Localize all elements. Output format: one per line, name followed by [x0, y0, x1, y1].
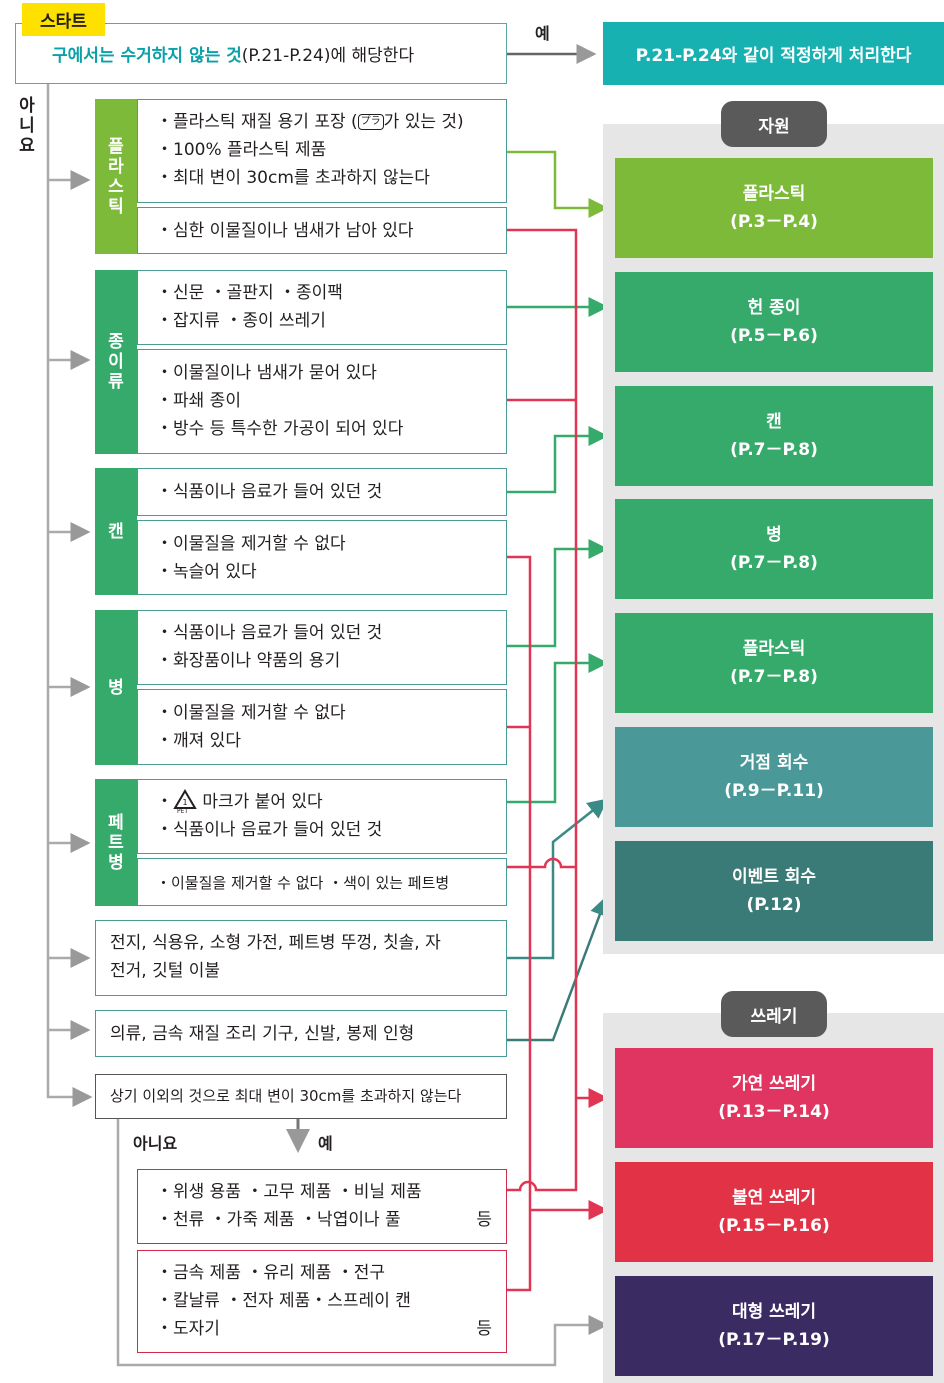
garbage-panel-title: 쓰레기 — [721, 991, 827, 1037]
base-item-line: 의류, 금속 재질 조리 기구, 신발, 봉제 인형 — [110, 1024, 415, 1044]
category-char: 틱 — [108, 196, 124, 217]
nonburnable-line-2: ・칼날류 ・전자 제품・스프레이 캔 — [156, 1291, 411, 1311]
result-oversized: 대형 쓰레기(P.17－P.19) — [615, 1276, 933, 1376]
pet-resource-line-1: ・ 1 PET 마크가 붙어 있다 — [156, 788, 506, 816]
category-char: 이 — [108, 352, 124, 372]
can-waste-box: ・이물질을 제거할 수 없다 ・녹슬어 있다 — [137, 520, 507, 595]
result-event: 이벤트 회수(P.12) — [615, 841, 933, 941]
category-char: 병 — [108, 677, 124, 698]
final-yes-label: 예 — [318, 1134, 333, 1153]
paper-resource-box: ・신문 ・골판지 ・종이팩 ・잡지류 ・종이 쓰레기 — [137, 270, 507, 345]
start-no-label: 아 니 요 — [15, 96, 39, 156]
pet-waste-box: ・이물질을 제거할 수 없다 ・색이 있는 페트병 — [137, 858, 507, 906]
category-can-label: 캔 — [95, 468, 137, 595]
category-char: 플 — [108, 136, 124, 157]
bottle-waste-line-1: ・이물질을 제거할 수 없다 — [156, 703, 346, 723]
resources-panel-title: 자원 — [721, 101, 827, 147]
category-char: 트 — [108, 832, 124, 853]
category-char: 병 — [108, 852, 124, 873]
nonburnable-items-box: ・금속 제품 ・유리 제품 ・전구 ・칼날류 ・전자 제품・스프레이 캔 ・도자… — [137, 1250, 507, 1353]
plastic-waste-line-1: ・심한 이물질이나 냄새가 남아 있다 — [156, 221, 414, 241]
nonburnable-line-3: ・도자기 — [156, 1319, 220, 1339]
bottle-resource-line-1: ・식품이나 음료가 들어 있던 것 — [156, 623, 383, 643]
start-question-rest: (P.21-P.24)에 해당한다 — [241, 46, 415, 66]
burnable-line-2: ・천류 ・가죽 제품 ・낙엽이나 풀 — [156, 1210, 401, 1230]
result-bottle: 병(P.7－P.8) — [615, 499, 933, 599]
base-item-line: 상기 이외의 것으로 최대 변이 30cm를 초과하지 않는다 — [110, 1087, 462, 1105]
category-char: 종 — [108, 332, 124, 352]
plastic-mark-icon: プラ — [357, 114, 384, 130]
bottle-waste-line-2: ・깨져 있다 — [156, 731, 241, 751]
category-char: 라 — [108, 156, 124, 177]
start-no-char: 니 — [19, 116, 35, 136]
top-result-box: P.21-P.24와 같이 적정하게 처리한다 — [603, 22, 944, 85]
base-item-line: 전거, 깃털 이불 — [110, 961, 221, 981]
paper-resource-line-1: ・신문 ・골판지 ・종이팩 — [156, 283, 343, 303]
category-bottle-label: 병 — [95, 610, 137, 765]
category-pet-label: 페 트 병 — [95, 779, 137, 906]
start-no-char: 요 — [19, 136, 35, 156]
nonburnable-line-1: ・금속 제품 ・유리 제품 ・전구 — [156, 1263, 386, 1283]
base-item-other-box: 상기 이외의 것으로 최대 변이 30cm를 초과하지 않는다 — [95, 1074, 507, 1119]
start-question-highlight: 구에서는 수거하지 않는 것 — [52, 46, 242, 66]
base-item-collection-box: 전지, 식용유, 소형 가전, 페트병 뚜껑, 칫솔, 자 전거, 깃털 이불 — [95, 920, 507, 996]
result-collection: 거점 회수(P.9－P.11) — [615, 727, 933, 827]
pet-mark-label: PET — [177, 808, 189, 815]
recycle-triangle-icon: 1 — [173, 789, 197, 809]
pet-recycle-icon: 1 PET — [173, 789, 197, 815]
plastic-resource-line-3: ・최대 변이 30cm를 초과하지 않는다 — [156, 168, 430, 188]
pet-resource-box: ・ 1 PET 마크가 붙어 있다 ・식품이나 음료가 들어 있던 것 — [137, 779, 507, 854]
category-char: 페 — [108, 812, 124, 833]
result-burnable: 가연 쓰레기(P.13－P.14) — [615, 1048, 933, 1148]
category-char: 캔 — [108, 521, 124, 542]
can-resource-line-1: ・식품이나 음료가 들어 있던 것 — [156, 482, 383, 502]
category-char: 스 — [108, 176, 124, 197]
paper-waste-line-3: ・방수 등 특수한 가공이 되어 있다 — [156, 419, 404, 439]
base-item-event-box: 의류, 금속 재질 조리 기구, 신발, 봉제 인형 — [95, 1010, 507, 1057]
result-nonburnable: 불연 쓰레기(P.15－P.16) — [615, 1162, 933, 1262]
burnable-items-box: ・위생 용품 ・고무 제품 ・비닐 제품 ・천류 ・가죽 제품 ・낙엽이나 풀 … — [137, 1169, 507, 1244]
paper-waste-line-2: ・파쇄 종이 — [156, 391, 241, 411]
result-plastic-2: 플라스틱(P.7－P.8) — [615, 613, 933, 713]
paper-waste-box: ・이물질이나 냄새가 묻어 있다 ・파쇄 종이 ・방수 등 특수한 가공이 되어… — [137, 349, 507, 454]
category-plastic-label: 플 라 스 틱 — [95, 99, 137, 254]
bottle-resource-line-2: ・화장품이나 약품의 용기 — [156, 651, 341, 671]
bottle-resource-box: ・식품이나 음료가 들어 있던 것 ・화장품이나 약품의 용기 — [137, 610, 507, 685]
category-char: 류 — [108, 372, 124, 392]
can-resource-box: ・식품이나 음료가 들어 있던 것 — [137, 468, 507, 516]
pet-waste-line-1: ・이물질을 제거할 수 없다 ・색이 있는 페트병 — [156, 874, 450, 892]
start-no-char: 아 — [19, 96, 35, 116]
can-waste-line-1: ・이물질을 제거할 수 없다 — [156, 534, 346, 554]
final-no-label: 아니요 — [133, 1134, 178, 1153]
burnable-etc: 등 — [476, 1210, 492, 1230]
start-yes-label: 예 — [535, 24, 550, 43]
pet-resource-line-2: ・식품이나 음료가 들어 있던 것 — [156, 820, 383, 840]
result-paper: 헌 종이(P.5－P.6) — [615, 272, 933, 372]
result-can: 캔(P.7－P.8) — [615, 386, 933, 486]
svg-text:1: 1 — [182, 798, 187, 807]
paper-waste-line-1: ・이물질이나 냄새가 묻어 있다 — [156, 363, 377, 383]
paper-resource-line-2: ・잡지류 ・종이 쓰레기 — [156, 311, 326, 331]
bottle-waste-box: ・이물질을 제거할 수 없다 ・깨져 있다 — [137, 689, 507, 765]
base-item-line: 전지, 식용유, 소형 가전, 페트병 뚜껑, 칫솔, 자 — [110, 933, 441, 953]
plastic-waste-box: ・심한 이물질이나 냄새가 남아 있다 — [137, 207, 507, 254]
start-tag: 스타트 — [22, 3, 105, 36]
burnable-line-1: ・위생 용품 ・고무 제품 ・비닐 제품 — [156, 1182, 422, 1202]
can-waste-line-2: ・녹슬어 있다 — [156, 562, 257, 582]
plastic-resource-line-2: ・100% 플라스틱 제품 — [156, 140, 327, 160]
category-paper-label: 종 이 류 — [95, 270, 137, 454]
result-plastic: 플라스틱(P.3－P.4) — [615, 158, 933, 258]
nonburnable-etc: 등 — [476, 1319, 492, 1339]
